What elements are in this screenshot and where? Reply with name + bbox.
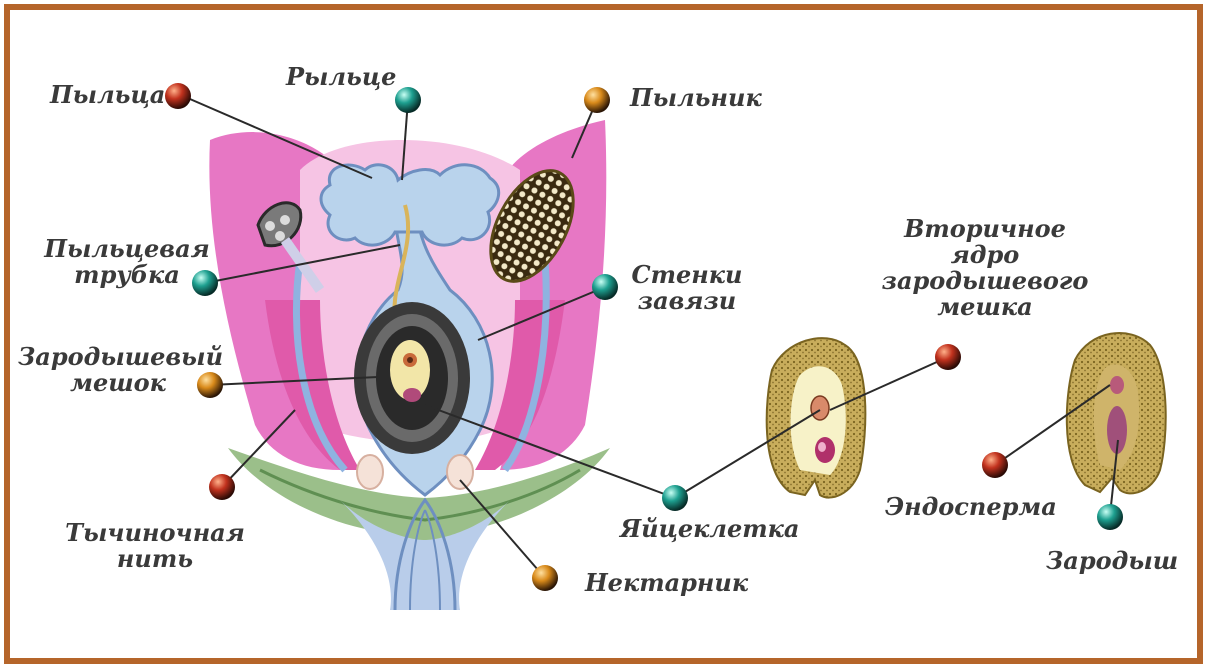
- label-nectary: Нектарник: [585, 570, 748, 596]
- marker-egg-cell: [662, 485, 688, 511]
- label-egg-cell: Яйцеклетка: [620, 516, 799, 542]
- label-embryo-sac-line-1: Зародышевый: [18, 344, 218, 370]
- label-pollen-tube-line-1: Пыльцевая: [22, 236, 232, 262]
- label-stigma: Рыльце: [286, 64, 396, 90]
- label-embryo-sac-line-2: мешок: [18, 370, 218, 396]
- marker-secondary-nucleus: [935, 344, 961, 370]
- marker-filament: [209, 474, 235, 500]
- label-endosperm: Эндосперма: [885, 494, 1057, 520]
- marker-ovary-wall: [592, 274, 618, 300]
- marker-pollen: [165, 83, 191, 109]
- label-embryo-sac: Зародышевый мешок: [18, 344, 218, 396]
- seed-1: [767, 338, 866, 497]
- seed-2: [1067, 333, 1166, 493]
- label-embryo: Зародыш: [1046, 548, 1178, 574]
- label-pollen: Пыльца: [50, 82, 165, 108]
- label-ovary-wall: Стенки завязи: [628, 262, 746, 314]
- nectary-right: [447, 455, 473, 489]
- label-secondary-nucleus-line-2: ядро: [880, 242, 1090, 268]
- label-ovary-wall-line-1: Стенки: [628, 262, 746, 288]
- flower: [209, 120, 610, 610]
- secondary-nucleus: [811, 396, 829, 420]
- nectary-left: [357, 455, 383, 489]
- marker-endosperm: [982, 452, 1008, 478]
- marker-anther: [584, 87, 610, 113]
- label-filament-line-2: нить: [60, 546, 250, 572]
- label-secondary-nucleus-line-3: зародышевого: [880, 268, 1090, 294]
- label-anther: Пыльник: [630, 85, 762, 111]
- marker-stigma: [395, 87, 421, 113]
- label-secondary-nucleus-line-4: мешка: [880, 294, 1090, 320]
- label-pollen-tube-line-2: трубка: [22, 262, 232, 288]
- egg-cell: [403, 388, 421, 402]
- label-pollen-tube: Пыльцевая трубка: [22, 236, 232, 288]
- label-ovary-wall-line-2: завязи: [628, 288, 746, 314]
- marker-embryo: [1097, 504, 1123, 530]
- label-filament-line-1: Тычиночная: [60, 520, 250, 546]
- label-secondary-nucleus-line-1: Вторичное: [880, 216, 1090, 242]
- label-filament: Тычиночная нить: [60, 520, 250, 572]
- marker-nectary: [532, 565, 558, 591]
- label-secondary-nucleus: Вторичное ядро зародышевого мешка: [880, 216, 1090, 320]
